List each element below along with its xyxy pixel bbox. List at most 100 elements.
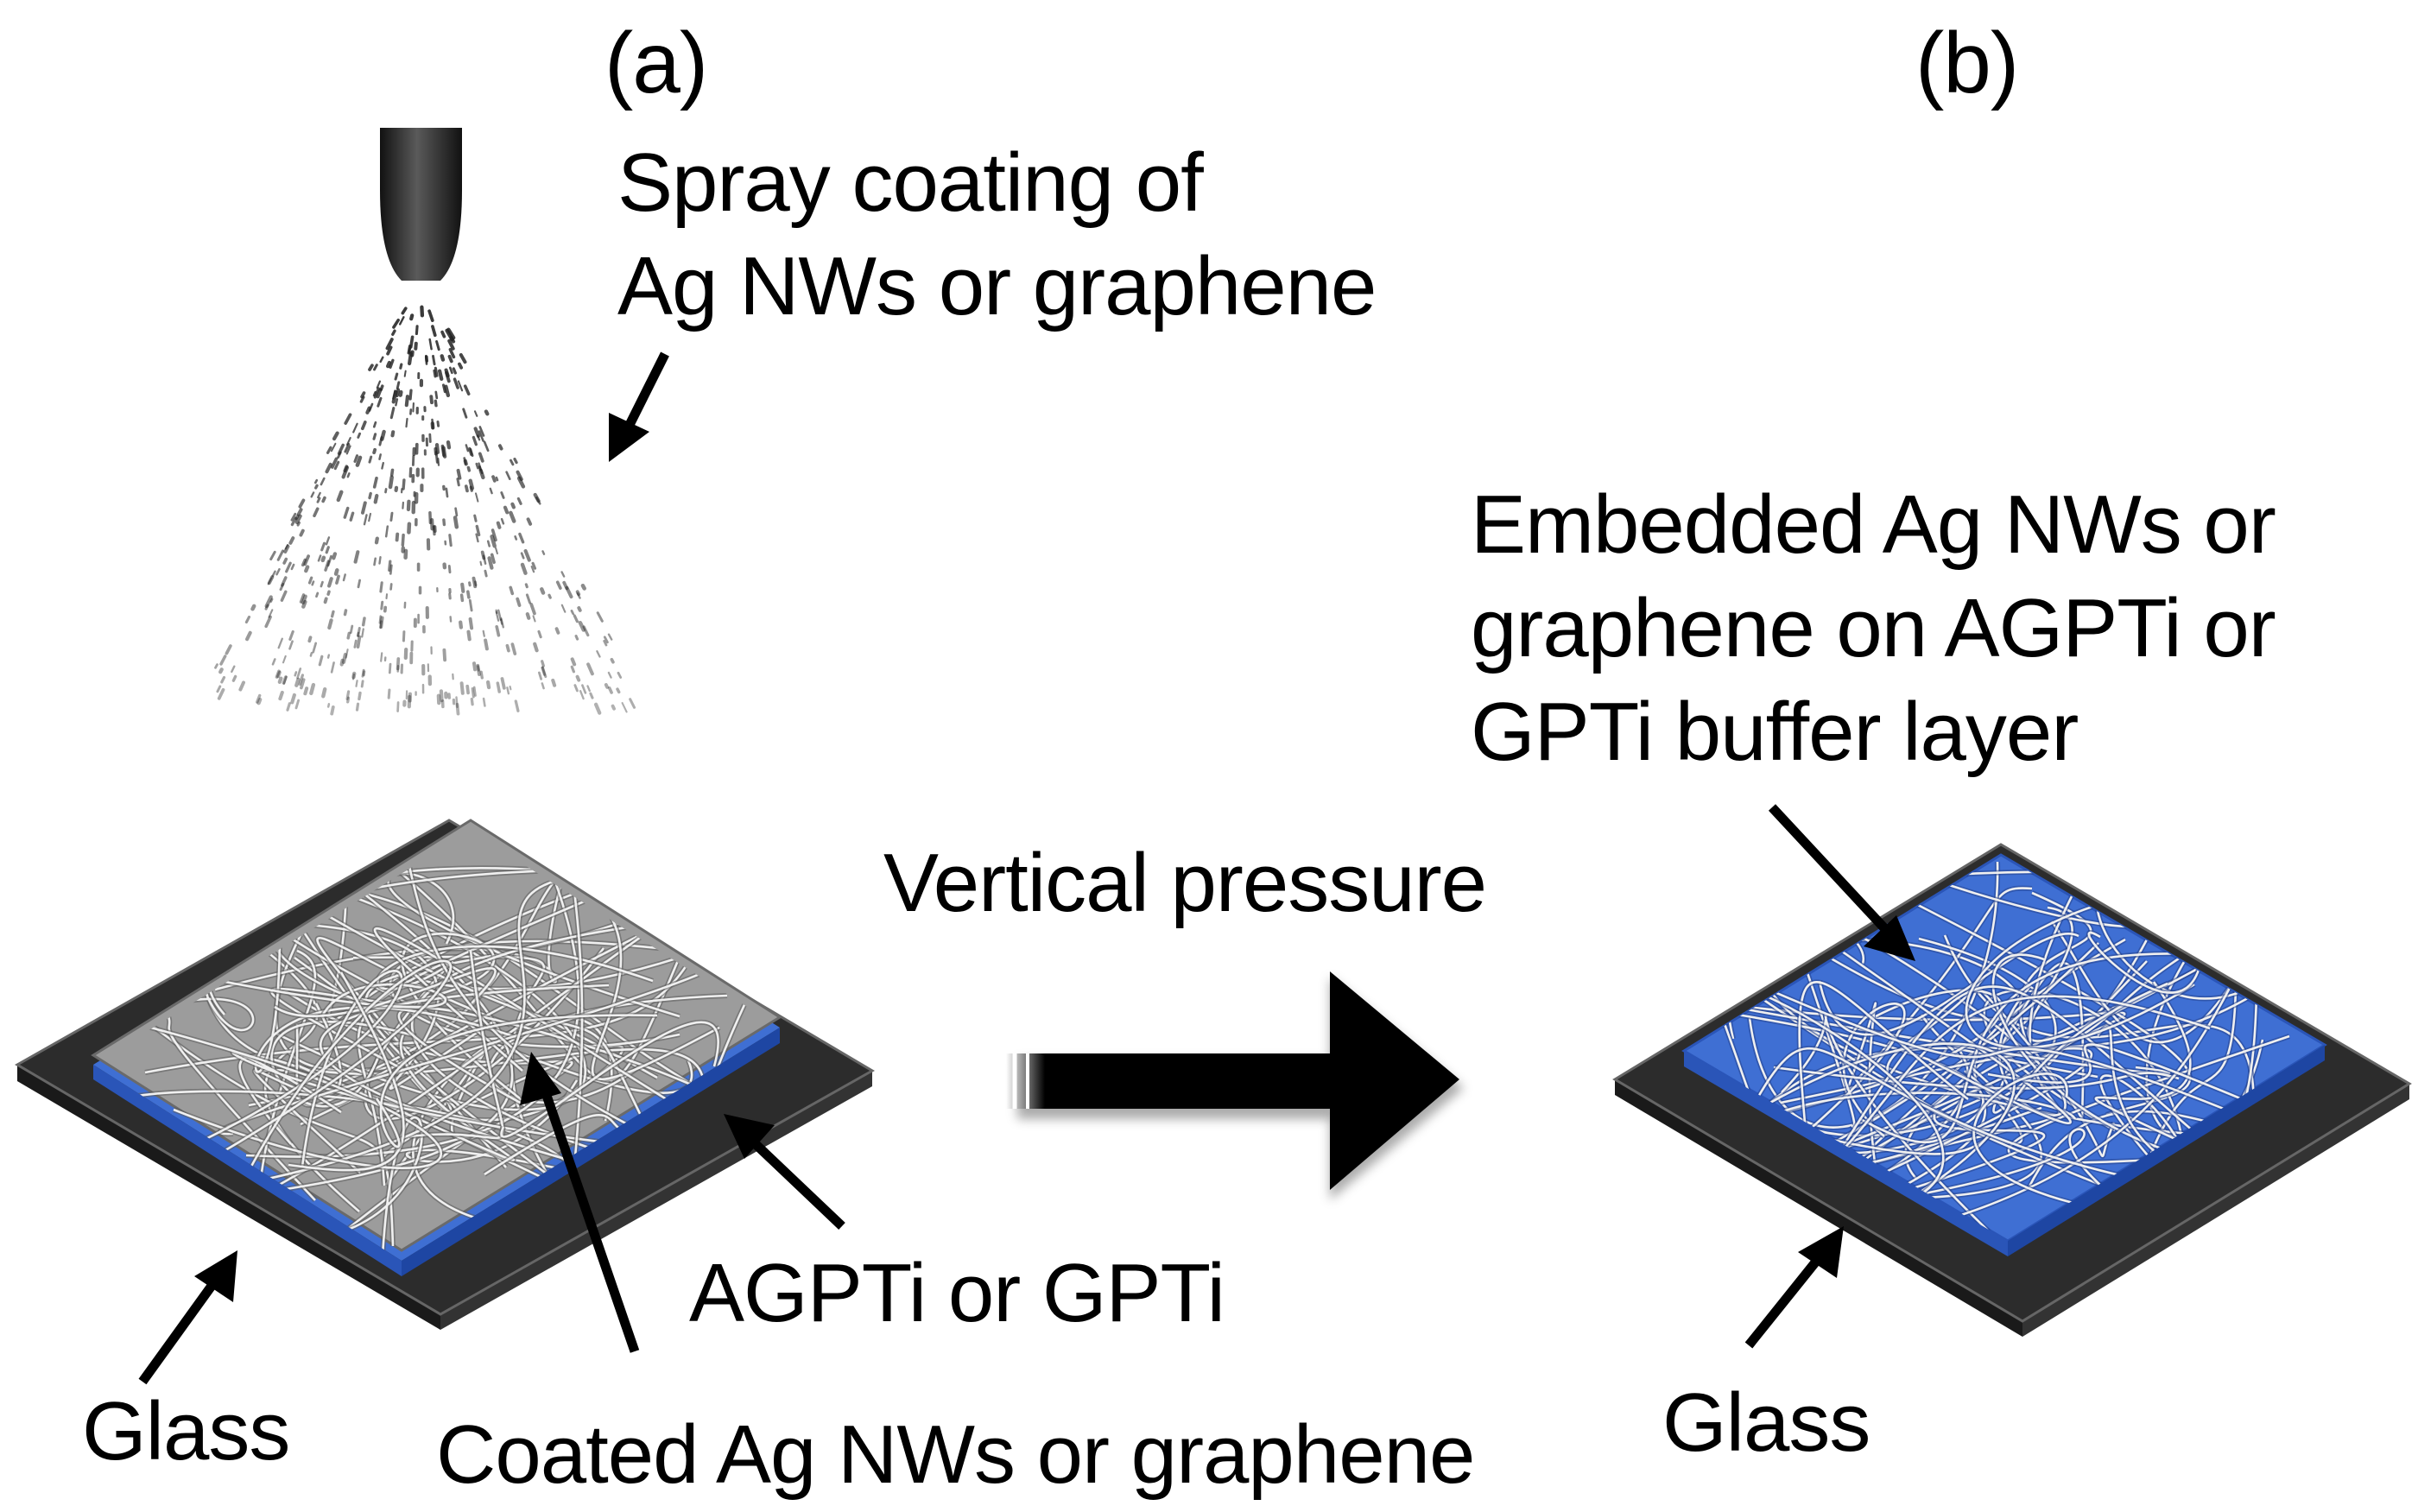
spray-droplet	[459, 681, 465, 695]
spray-droplet	[496, 521, 502, 529]
spray-droplet	[408, 335, 415, 349]
spray-droplet	[284, 543, 289, 550]
spray-droplet	[321, 496, 326, 503]
spray-droplet	[399, 316, 405, 326]
spray-droplet	[491, 528, 497, 542]
spray-droplet	[444, 368, 450, 378]
spray-droplet	[330, 457, 339, 469]
spray-droplet	[269, 550, 276, 560]
spray-droplet	[250, 604, 256, 611]
spray-droplet	[395, 398, 399, 407]
spray-droplet	[372, 390, 377, 397]
spray-droplet	[276, 549, 284, 561]
spray-droplet	[537, 629, 542, 639]
spray-droplet	[420, 305, 425, 318]
spray-droplet	[518, 532, 525, 544]
spray-droplet	[372, 476, 378, 489]
spray-droplet	[216, 685, 222, 693]
spray-droplet	[373, 387, 380, 399]
spray-droplet	[280, 590, 288, 602]
spray-droplet	[337, 451, 342, 459]
spray-droplet	[456, 478, 460, 487]
spray-droplet	[336, 490, 344, 503]
spray-droplet	[361, 501, 367, 515]
spray-droplet	[514, 699, 520, 712]
spray-droplet	[499, 618, 503, 625]
spray-droplet	[389, 564, 393, 575]
spray-droplet	[320, 477, 326, 486]
spray-droplet	[617, 671, 623, 679]
spray-droplet	[483, 440, 490, 452]
spray-droplet	[314, 484, 319, 490]
spray-droplet	[402, 630, 406, 642]
spray-droplet	[541, 666, 547, 676]
spray-droplet	[516, 597, 522, 607]
spray-droplet	[288, 629, 294, 642]
spray-droplet	[318, 655, 324, 667]
spray-droplet	[275, 567, 281, 576]
spray-droplet	[479, 560, 483, 566]
spray-droplet	[525, 611, 531, 620]
spray-droplet	[353, 639, 358, 648]
spray-droplet	[447, 338, 455, 351]
spray-droplet	[408, 466, 413, 478]
spray-droplet	[327, 577, 333, 588]
spray-droplet	[381, 462, 384, 470]
spray-droplet	[445, 328, 454, 342]
spray-droplet	[389, 583, 393, 591]
spray-pointer-arrow	[609, 351, 669, 462]
embedded-label: Embedded Ag NWs or graphene on AGPTi or …	[1471, 478, 2276, 778]
spray-droplet	[574, 635, 579, 641]
spray-droplet	[441, 383, 446, 394]
spray-droplet	[389, 407, 396, 420]
spray-droplet	[513, 457, 518, 465]
spray-droplet	[468, 478, 475, 490]
spray-droplet	[346, 696, 351, 704]
nanowire	[1798, 981, 1969, 1194]
spray-droplet	[611, 704, 616, 711]
spray-droplet	[402, 501, 404, 509]
spray-droplet	[299, 593, 306, 604]
nanowire	[165, 1011, 316, 1201]
spray-droplet	[495, 624, 501, 637]
spray-droplet	[271, 570, 276, 578]
spray-droplet	[472, 435, 478, 446]
spray-droplet	[392, 389, 396, 400]
spray-droplet	[309, 682, 316, 696]
spray-droplet	[389, 511, 394, 522]
spray-droplet	[326, 590, 331, 596]
nanowire	[1858, 952, 2269, 1144]
spray-droplet	[352, 422, 358, 433]
spray-droplet	[454, 507, 459, 517]
spray-droplet	[444, 384, 451, 398]
spray-droplet	[446, 440, 452, 450]
spray-droplet	[457, 380, 464, 392]
spray-droplets	[214, 305, 636, 716]
spray-droplet	[326, 703, 331, 708]
spray-droplet	[294, 677, 301, 687]
spray-droplet	[523, 548, 531, 562]
spray-droplet	[294, 514, 302, 525]
spray-droplet	[533, 492, 541, 503]
spray-droplet	[294, 514, 300, 521]
spray-droplet	[245, 630, 252, 642]
spray-droplet	[408, 351, 413, 366]
spray-droplet	[290, 563, 295, 571]
spray-droplet	[360, 421, 367, 431]
spray-droplet	[616, 687, 621, 694]
spray-droplet	[541, 660, 545, 667]
spray-droplet	[332, 431, 339, 441]
spray-droplet	[434, 446, 438, 456]
spray-droplet	[412, 402, 415, 413]
spray-droplet	[296, 667, 302, 680]
spray-droplet	[531, 561, 537, 570]
spray-droplet	[596, 650, 601, 658]
spray-droplet	[570, 665, 576, 674]
nanowire	[288, 971, 405, 1172]
spray-droplet	[349, 511, 355, 522]
spray-droplet	[398, 389, 403, 397]
spray-droplet	[510, 459, 515, 466]
spray-droplet	[484, 409, 490, 416]
spray-droplet	[278, 690, 284, 701]
spray-droplet	[505, 643, 510, 653]
